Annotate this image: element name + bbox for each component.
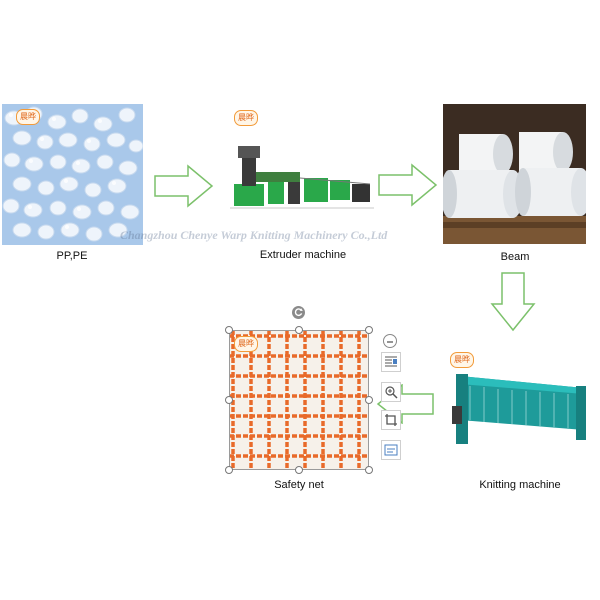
resize-handle-right[interactable] bbox=[365, 396, 373, 404]
resize-handle-bottom-left[interactable] bbox=[225, 466, 233, 474]
beam-image bbox=[443, 104, 586, 244]
flow-arrow-down bbox=[490, 272, 536, 332]
resize-handle-top[interactable] bbox=[295, 326, 303, 334]
crop-icon[interactable] bbox=[381, 410, 401, 430]
raw-material-caption: PP,PE bbox=[42, 250, 102, 262]
knitting-caption: Knitting machine bbox=[470, 479, 570, 491]
resize-handle-bottom-right[interactable] bbox=[365, 466, 373, 474]
brand-logo-extruder: 晨晔 bbox=[234, 110, 258, 126]
layout-options-icon[interactable] bbox=[381, 352, 401, 372]
company-watermark: Changzhou Chenye Warp Knitting Machinery… bbox=[120, 228, 480, 243]
extruder-graphic bbox=[228, 138, 376, 214]
selection-frame bbox=[229, 330, 369, 470]
knitting-machine-graphic bbox=[450, 356, 588, 456]
brand-logo-pellets: 晨晔 bbox=[16, 109, 40, 125]
brand-logo-knitting: 晨晔 bbox=[450, 352, 474, 368]
zoom-in-icon[interactable] bbox=[381, 382, 401, 402]
pellets-graphic bbox=[2, 104, 143, 245]
beam-graphic bbox=[443, 104, 586, 244]
pp-pe-pellets-image bbox=[2, 104, 143, 245]
resize-handle-top-right[interactable] bbox=[365, 326, 373, 334]
extruder-machine-image bbox=[228, 138, 376, 214]
resize-handle-bottom[interactable] bbox=[295, 466, 303, 474]
net-caption: Safety net bbox=[264, 479, 334, 491]
flow-arrow-right-1 bbox=[154, 164, 214, 208]
alt-text-icon[interactable] bbox=[381, 440, 401, 460]
rotate-icon[interactable] bbox=[292, 306, 305, 319]
extruder-caption: Extruder machine bbox=[248, 249, 358, 261]
resize-handle-top-left[interactable] bbox=[225, 326, 233, 334]
knitting-machine-image bbox=[450, 356, 588, 456]
beam-caption: Beam bbox=[490, 251, 540, 263]
minus-icon[interactable] bbox=[383, 334, 397, 348]
flow-arrow-right-2 bbox=[378, 163, 438, 207]
resize-handle-left[interactable] bbox=[225, 396, 233, 404]
